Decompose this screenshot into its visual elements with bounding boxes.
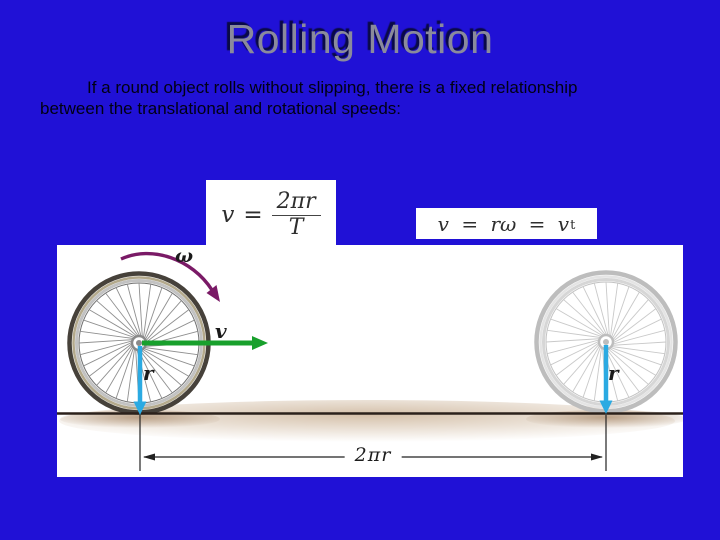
slide-body-text: If a round object rolls without slipping…: [40, 77, 658, 119]
dimension-arrowhead-left: [143, 453, 155, 461]
diagram-canvas: [57, 251, 683, 471]
omega-arrowhead: [206, 285, 220, 302]
distance-label: 2πr: [344, 444, 402, 466]
omega-label: ω: [175, 245, 194, 267]
velocity-label: v: [215, 319, 227, 343]
formula-period-box: v = 2πr T: [206, 180, 336, 250]
body-line-1: If a round object rolls without slipping…: [87, 78, 578, 97]
velocity-arrowhead: [252, 336, 268, 350]
formula-period-equals: =: [243, 202, 263, 228]
omega-arc: [120, 251, 214, 291]
body-line-2: between the translational and rotational…: [40, 99, 402, 118]
formula-period-numerator: 2πr: [276, 189, 316, 215]
radius-label-left: r: [143, 361, 154, 385]
radius-arrowhead-left: [133, 401, 147, 415]
radius-arrow-left: [133, 346, 147, 415]
formula-period-lhs: v: [221, 202, 235, 228]
formula-tangential-subscript: t: [570, 218, 576, 233]
dimension-arrowhead-right: [591, 453, 603, 461]
formula-tangential-main: v = rω = v: [437, 211, 570, 236]
dimension-lines: [139, 415, 607, 471]
rolling-wheel-diagram: ω v r r 2πr: [57, 245, 683, 477]
formula-period-denominator: T: [271, 214, 321, 240]
radius-arrow-right: [599, 345, 613, 414]
radius-arrowhead-right: [599, 400, 613, 414]
radius-label-right: r: [608, 361, 619, 385]
velocity-arrow: [142, 336, 268, 350]
slide-title: Rolling Motion: [226, 16, 494, 62]
formula-period-fraction: 2πr T: [271, 189, 321, 240]
omega-arrow: [120, 251, 220, 302]
